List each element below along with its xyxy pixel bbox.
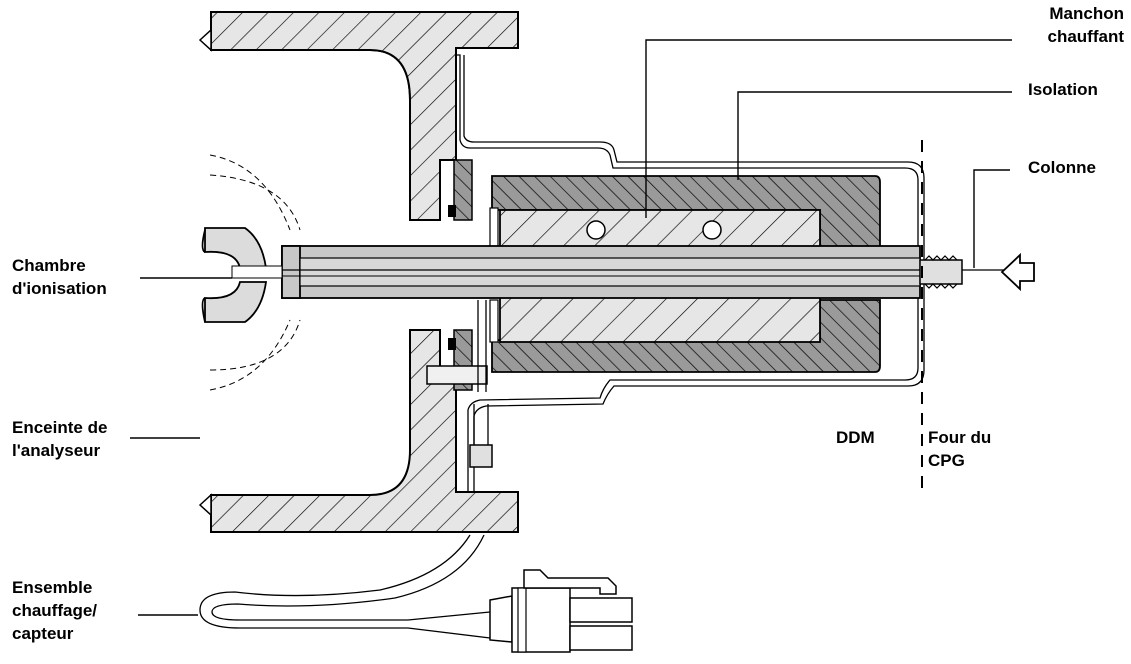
heater-hole: [702, 220, 722, 240]
column-nut: [919, 255, 963, 289]
leader-manchon: [645, 39, 1012, 218]
label-manchon-line2: chauffant: [1047, 27, 1125, 46]
sensor-probe: [469, 300, 493, 468]
transfer-tube: [231, 245, 1010, 299]
ion-path-arcs: [209, 154, 301, 391]
label-chambre-line2: d'ionisation: [12, 279, 107, 298]
cable-connector: [489, 569, 633, 653]
label-manchon-line1: Manchon: [1049, 4, 1124, 23]
label-ensemble-chauffage-capteur: Ensemble chauffage/ capteur: [12, 576, 97, 645]
interface-seals: [426, 159, 488, 391]
label-colonne: Colonne: [1028, 158, 1096, 177]
label-four-line2: CPG: [928, 451, 965, 470]
label-enceinte-line1: Enceinte de: [12, 418, 108, 437]
label-ddm: DDM: [836, 428, 875, 447]
heater-sleeve: [499, 209, 821, 343]
label-ensemble-line2: chauffage/: [12, 601, 98, 620]
label-chambre-line1: Chambre: [12, 256, 86, 275]
outer-housing: [455, 54, 925, 492]
label-four-line1: Four du: [928, 428, 992, 447]
label-chambre-ionisation: Chambre d'ionisation: [12, 254, 107, 300]
label-ensemble-line1: Ensemble: [12, 578, 93, 597]
label-four-cpg: Four du CPG: [928, 426, 991, 472]
label-enceinte-analyseur: Enceinte de l'analyseur: [12, 416, 107, 462]
sensor-hole: [586, 220, 606, 240]
flow-arrow: [1000, 252, 1035, 292]
label-manchon-chauffant: Manchon chauffant: [1020, 2, 1125, 48]
label-isolation: Isolation: [1028, 80, 1098, 99]
ion-source-body: [201, 227, 268, 323]
leader-colonne: [973, 169, 1010, 268]
leader-lines: [130, 39, 1012, 616]
label-ensemble-line3: capteur: [12, 624, 74, 643]
leader-isolation: [737, 91, 1012, 180]
heater-sensor-cable: [199, 534, 491, 639]
label-enceinte-line2: l'analyseur: [12, 441, 101, 460]
